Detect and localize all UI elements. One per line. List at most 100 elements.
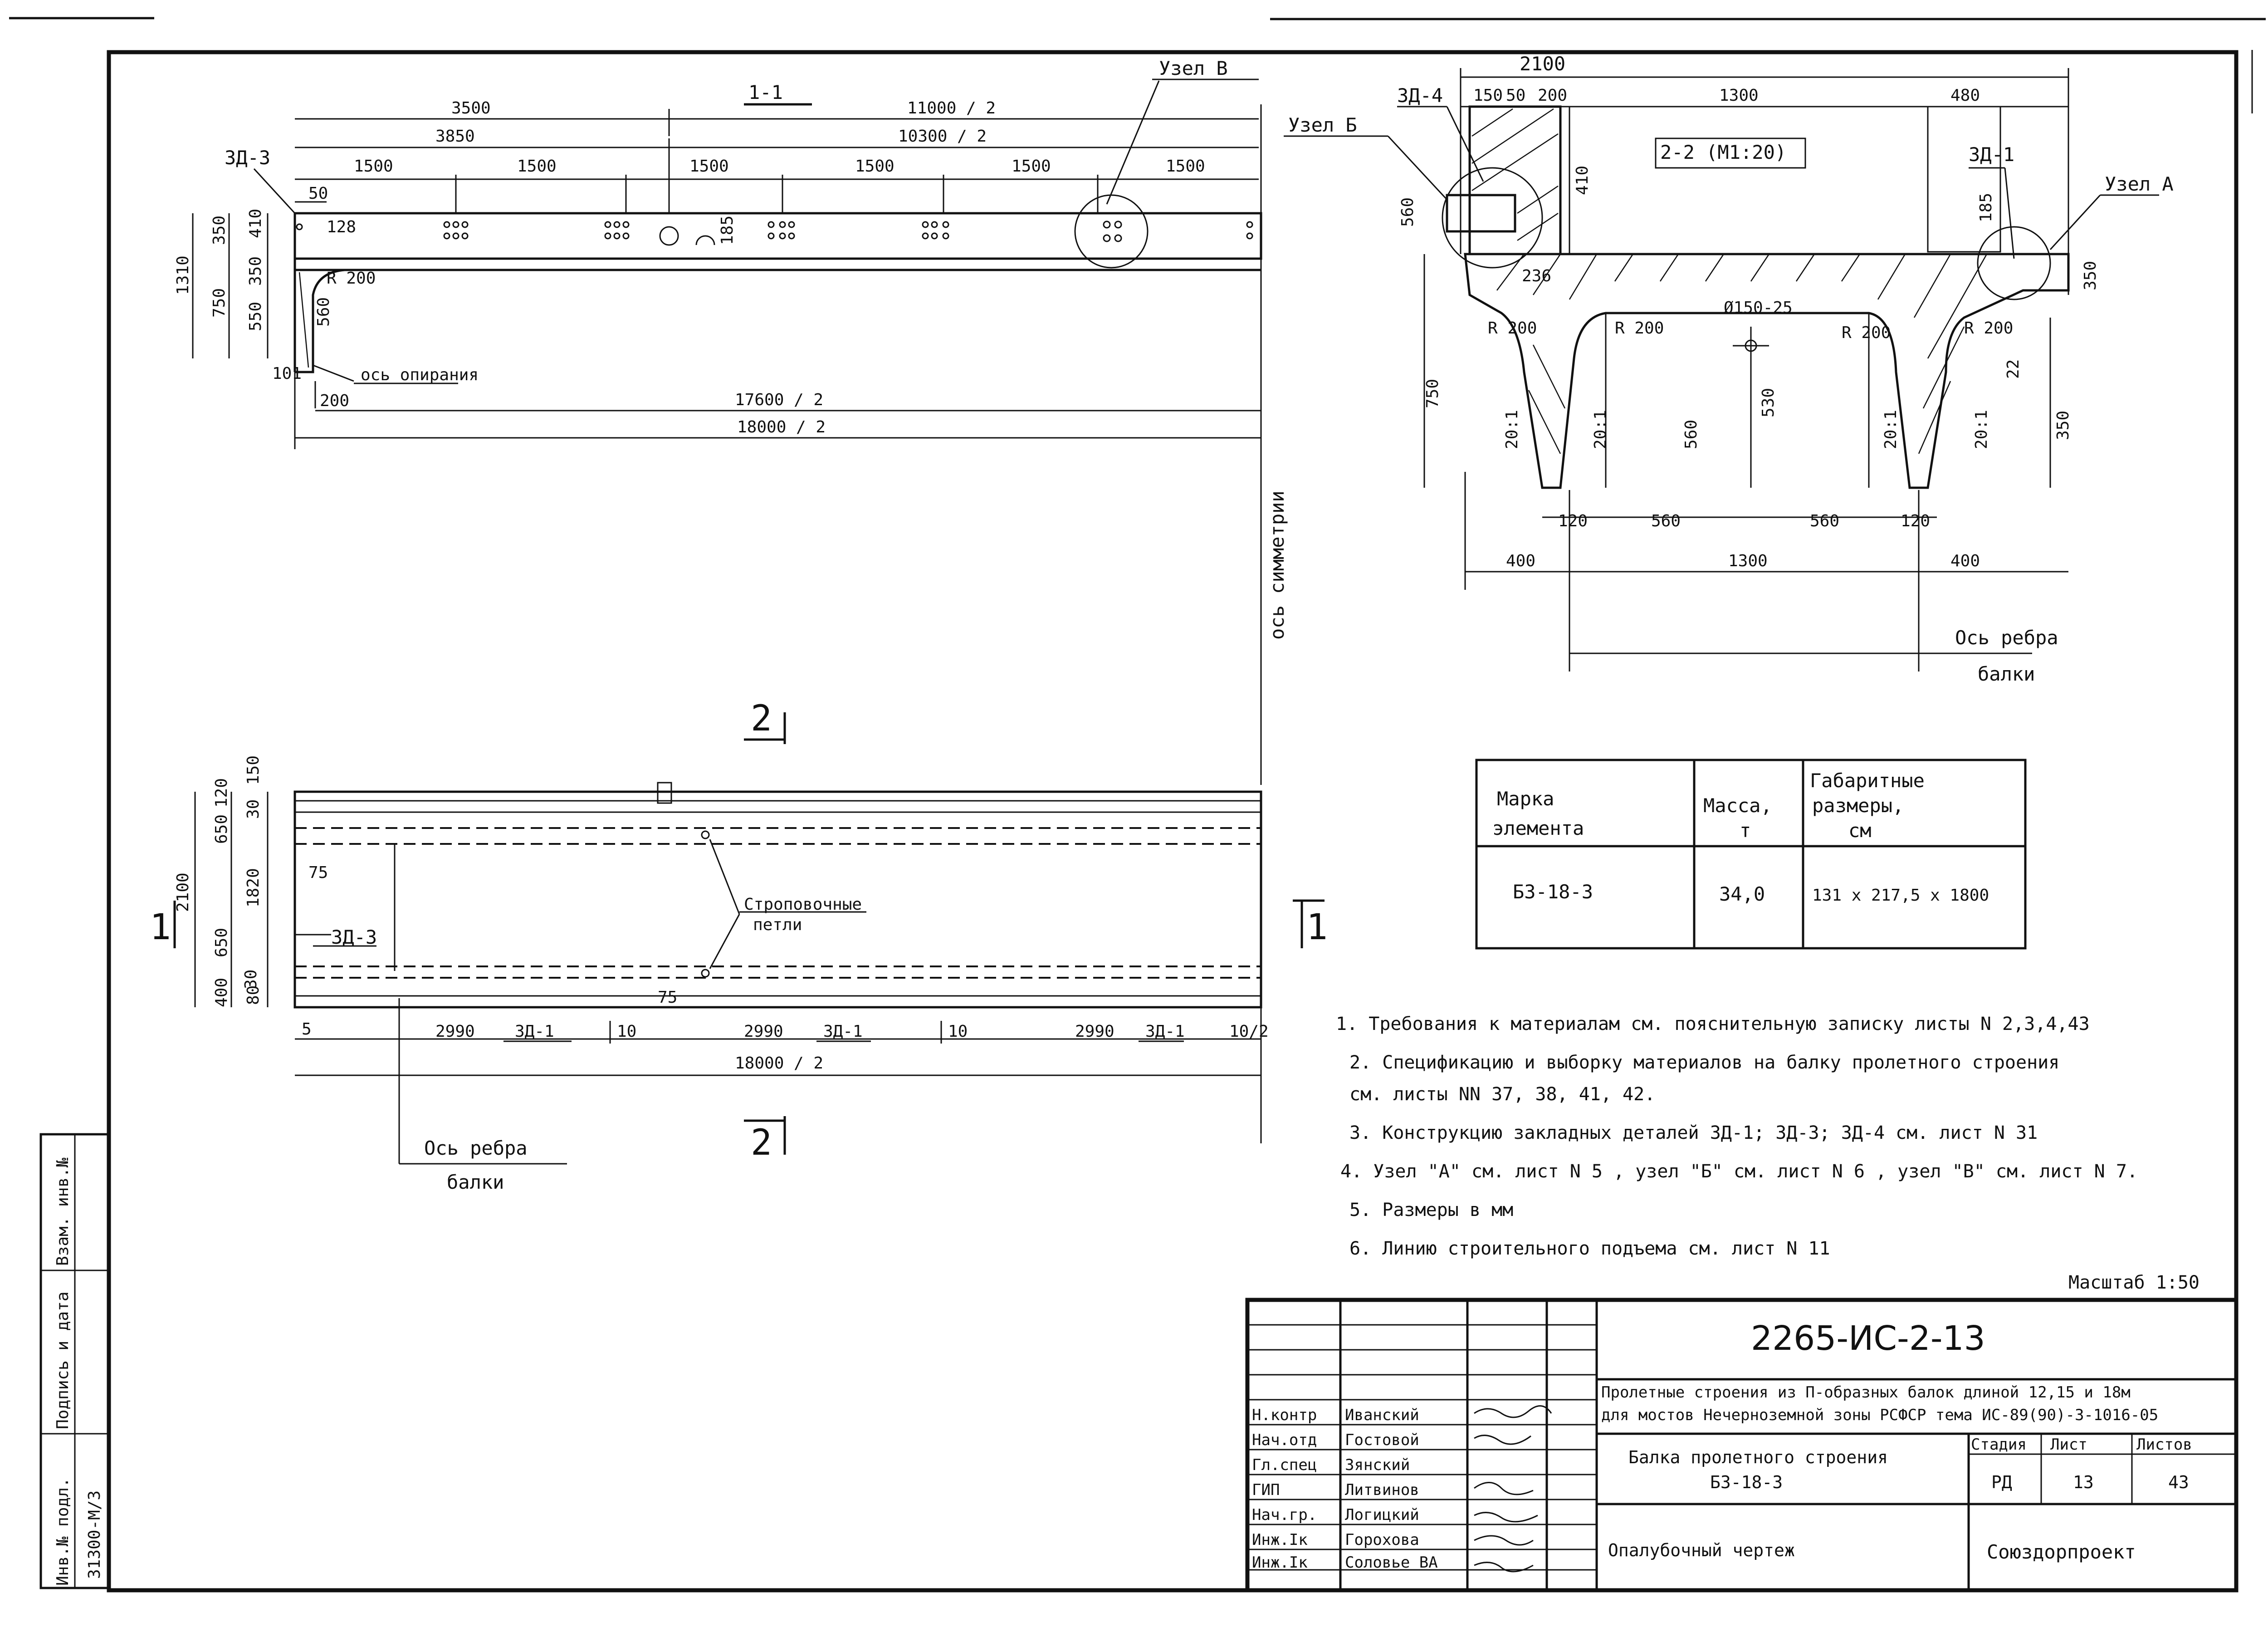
svg-text:1500: 1500 (517, 157, 557, 176)
svg-text:1500: 1500 (689, 157, 729, 176)
axis-symmetry-label: ось симметрии (1266, 490, 1288, 640)
svg-text:20:1: 20:1 (1972, 410, 1991, 449)
svg-text:13: 13 (2073, 1472, 2094, 1492)
svg-text:120: 120 (1901, 512, 1930, 530)
svg-text:43: 43 (2168, 1472, 2189, 1492)
svg-text:150: 150 (244, 755, 263, 785)
section-2-2-title: 2-2 (М1:20) (1660, 141, 1786, 163)
svg-text:1. Требования к материалам см.: 1. Требования к материалам см. пояснител… (1336, 1014, 2090, 1034)
org-name: Союздорпроект (1987, 1541, 2136, 1563)
svg-text:50: 50 (308, 184, 328, 203)
svg-text:5. Размеры в мм: 5. Размеры в мм (1349, 1200, 1513, 1220)
svg-text:560: 560 (314, 297, 333, 327)
element-table: Марка элемента Масса, т Габаритные разме… (1475, 759, 2027, 950)
svg-text:410: 410 (246, 209, 265, 238)
svg-text:Инв.№ подл.: Инв.№ подл. (54, 1478, 72, 1586)
plan-axis-rib-label: Ось ребра (424, 1137, 528, 1159)
svg-text:1310: 1310 (174, 255, 192, 295)
svg-text:200: 200 (320, 392, 349, 410)
side-stamp: Взам. инв.№ Подпись и дата Инв.№ подл. 3… (39, 1133, 110, 1589)
svg-text:Горохова: Горохова (1345, 1531, 1419, 1549)
svg-text:Инж.Iк: Инж.Iк (1252, 1554, 1308, 1572)
svg-text:75: 75 (308, 863, 328, 882)
svg-text:3. Конструкцию закладных детал: 3. Конструкцию закладных деталей ЗД-1; З… (1349, 1122, 2038, 1143)
svg-text:см. листы NN 37, 38, 41, 42.: см. листы NN 37, 38, 41, 42. (1349, 1084, 1655, 1105)
svg-text:11000 / 2: 11000 / 2 (907, 99, 996, 118)
svg-text:Балка пролетного строения: Балка пролетного строения (1628, 1447, 1888, 1467)
svg-text:Соловье ВА: Соловье ВА (1345, 1554, 1438, 1572)
svg-text:18000 / 2: 18000 / 2 (737, 418, 826, 436)
svg-text:10: 10 (948, 1022, 968, 1041)
svg-text:350: 350 (2081, 261, 2100, 290)
svg-text:Стадия: Стадия (1971, 1436, 2027, 1454)
svg-text:БЗ-18-3: БЗ-18-3 (1710, 1472, 1783, 1492)
svg-text:ЗД-1: ЗД-1 (1145, 1022, 1185, 1041)
svg-text:10300 / 2: 10300 / 2 (898, 127, 987, 146)
section-1-1-title: 1-1 (748, 81, 783, 103)
table-mark: БЗ-18-3 (1513, 881, 1593, 903)
svg-text:см: см (1848, 819, 1872, 842)
svg-text:1500: 1500 (1166, 157, 1205, 176)
svg-text:R 200: R 200 (327, 269, 376, 288)
table-dims: 131 х 217,5 х 1800 (1812, 886, 1989, 905)
signatures (1474, 1405, 1552, 1573)
svg-text:17600 / 2: 17600 / 2 (735, 391, 823, 409)
svg-text:Опалубочный чертеж: Опалубочный чертеж (1608, 1540, 1795, 1560)
svg-text:2990: 2990 (435, 1022, 475, 1041)
scale-label: Масштаб 1:50 (2068, 1272, 2200, 1293)
axis-support-label: ось опирания (361, 366, 479, 384)
sheet-frame (9, 17, 2266, 1593)
svg-text:2100: 2100 (1520, 53, 1565, 75)
svg-text:400: 400 (1506, 552, 1535, 570)
svg-text:2990: 2990 (1075, 1022, 1114, 1041)
svg-text:560: 560 (1398, 197, 1417, 227)
svg-text:200: 200 (1538, 86, 1567, 105)
svg-text:Марка: Марка (1497, 788, 1554, 810)
svg-text:Габаритные: Габаритные (1810, 769, 1925, 792)
svg-text:элемента: элемента (1492, 817, 1584, 839)
svg-text:185: 185 (1977, 193, 1995, 222)
svg-text:2: 2 (751, 698, 772, 739)
node-a-label: Узел А (2105, 173, 2174, 195)
zd3-plan-label: ЗД-3 (331, 926, 377, 948)
svg-text:ГИП: ГИП (1252, 1481, 1280, 1499)
svg-text:750: 750 (210, 288, 229, 318)
svg-text:R 200: R 200 (1615, 319, 1664, 338)
notes: 1. Требования к материалам см. пояснител… (1336, 1014, 2200, 1293)
svg-text:ЗД-1: ЗД-1 (515, 1022, 554, 1041)
table-mass: 34,0 (1719, 883, 1765, 905)
svg-text:балки: балки (1978, 663, 2035, 685)
svg-text:31300-М/3: 31300-М/3 (85, 1490, 104, 1579)
svg-text:Литвинов: Литвинов (1345, 1481, 1419, 1499)
svg-text:Логицкий: Логицкий (1345, 1506, 1419, 1524)
svg-text:120: 120 (1558, 512, 1588, 530)
svg-text:560: 560 (1651, 512, 1681, 530)
svg-text:Листов: Листов (2136, 1436, 2192, 1454)
svg-text:2. Спецификацию и выборку мате: 2. Спецификацию и выборку материалов на … (1349, 1052, 2059, 1073)
svg-text:550: 550 (246, 302, 265, 331)
svg-text:1: 1 (150, 907, 171, 948)
svg-text:30: 30 (244, 799, 263, 819)
svg-text:Гл.спец: Гл.спец (1252, 1456, 1317, 1474)
zd3-label: ЗД-3 (225, 147, 270, 169)
svg-text:2990: 2990 (744, 1022, 783, 1041)
svg-text:3500: 3500 (451, 99, 491, 118)
svg-text:1500: 1500 (855, 157, 894, 176)
svg-text:Ø150-25: Ø150-25 (1724, 299, 1793, 317)
svg-text:128: 128 (327, 218, 356, 236)
svg-text:400: 400 (1950, 552, 1980, 570)
plan-view: 2 2 1 1 2100 150 30 120 650 1820 650 (150, 698, 1328, 1193)
svg-text:150: 150 (1473, 86, 1503, 105)
svg-text:Пролетные строения из П-образн: Пролетные строения из П-образных балок д… (1601, 1383, 2131, 1402)
svg-text:Гостовой: Гостовой (1345, 1431, 1419, 1449)
svg-text:т: т (1740, 819, 1751, 842)
svg-text:650: 650 (212, 928, 231, 957)
svg-text:101: 101 (272, 364, 302, 383)
title-block: 2265-ИС-2-13 Пролетные строения из П-обр… (1245, 1298, 2239, 1593)
svg-text:18000 / 2: 18000 / 2 (735, 1054, 823, 1073)
svg-text:РД: РД (1991, 1472, 2012, 1492)
axis-rib-label: Ось ребра (1955, 627, 2058, 649)
svg-text:3850: 3850 (435, 127, 475, 146)
svg-text:4. Узел "А" см. лист N 5 ,: 4. Узел "А" см. лист N 5 , узел "Б" см. … (1340, 1161, 2138, 1182)
node-b-label: Узел Б (1288, 114, 1357, 136)
